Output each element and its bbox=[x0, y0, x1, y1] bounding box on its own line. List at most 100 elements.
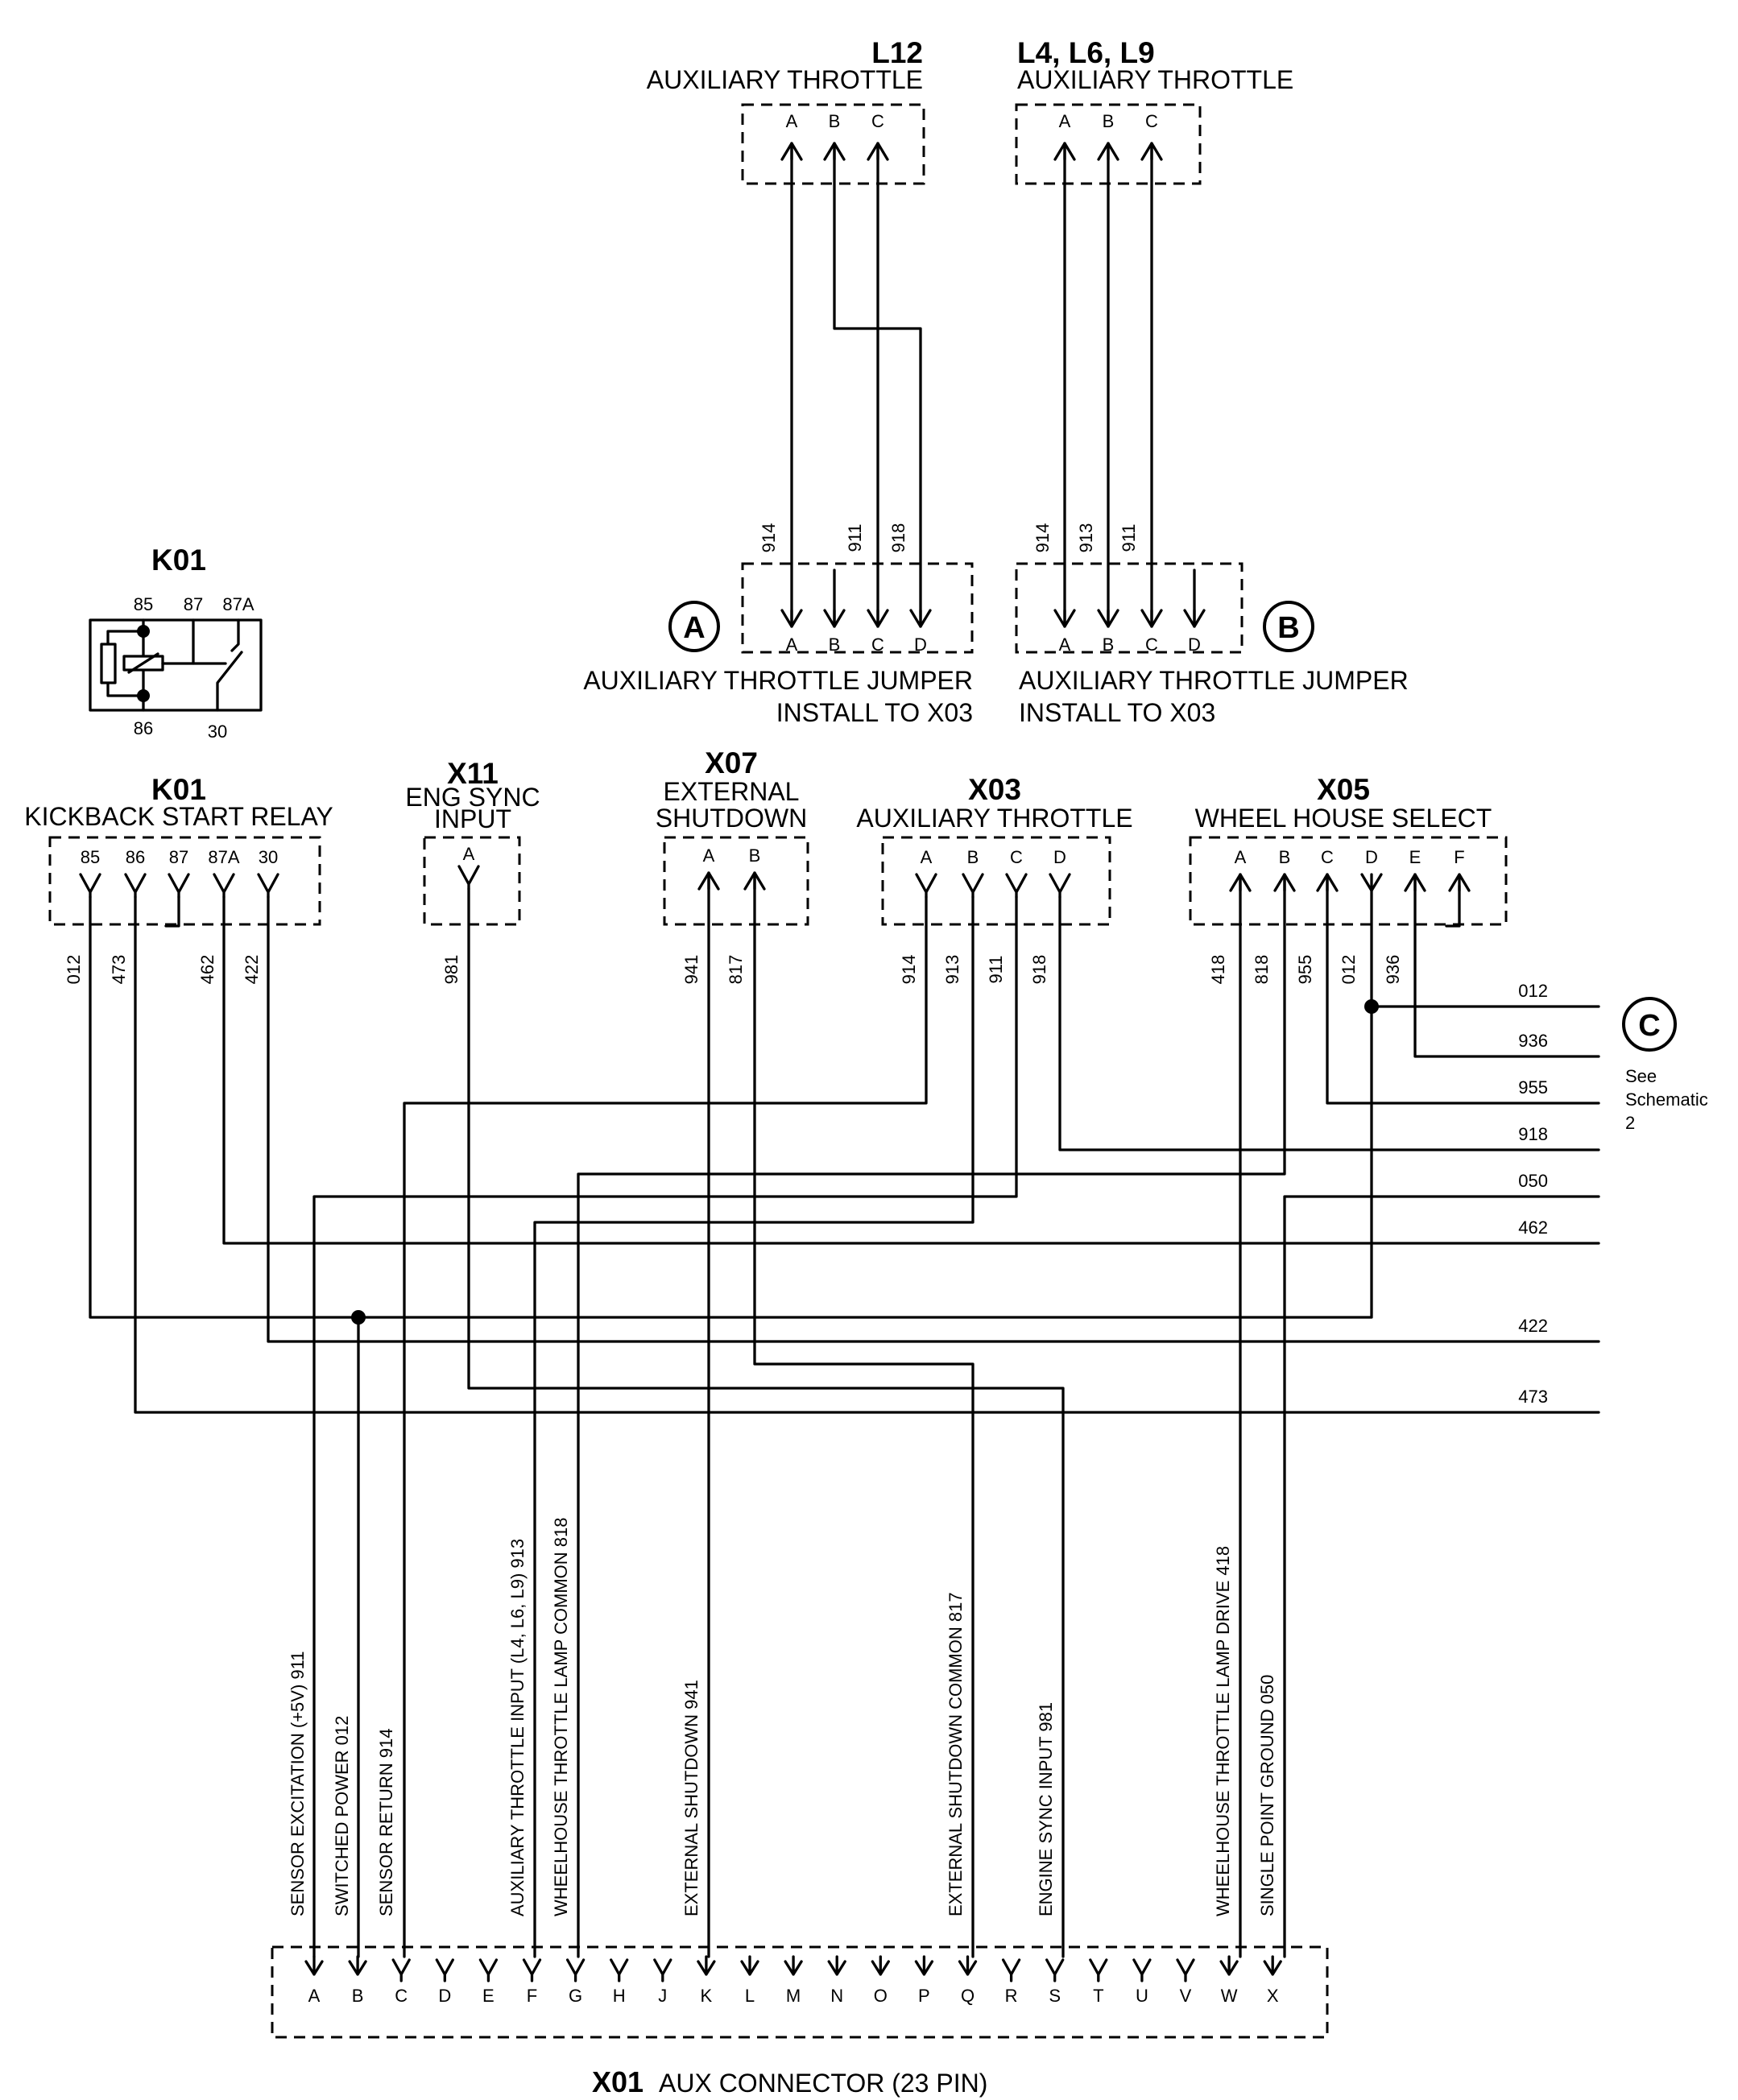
x01-pin-label: E bbox=[482, 1986, 495, 2006]
signal-sensor-excitation: SENSOR EXCITATION (+5V) 911 bbox=[288, 1651, 308, 1916]
k01-title: K01 bbox=[151, 773, 206, 806]
x03-subtitle: AUXILIARY THROTTLE bbox=[856, 804, 1132, 833]
l469-subtitle: AUXILIARY THROTTLE bbox=[1017, 65, 1293, 94]
k01-connector: K01 KICKBACK START RELAY 85 86 87 87A 30… bbox=[24, 773, 333, 984]
x01-pin-l: L bbox=[740, 1955, 759, 2006]
x07-subtitle-1: EXTERNAL bbox=[664, 777, 800, 806]
k01-box bbox=[48, 836, 321, 926]
jumper-a-badge-letter: A bbox=[683, 611, 705, 645]
bus-label-473: 473 bbox=[1518, 1387, 1548, 1407]
x05-wire-818: 818 bbox=[1252, 955, 1272, 985]
x01-pin-r: R bbox=[1001, 1958, 1021, 2006]
x01-pin-d: D bbox=[435, 1958, 454, 2006]
l12-connector: L12 AUXILIARY THROTTLE A B C bbox=[647, 36, 925, 185]
splice-012-x05 bbox=[1364, 999, 1379, 1014]
x05-pin-c: C bbox=[1321, 847, 1334, 867]
x01-pin-label: N bbox=[830, 1986, 843, 2006]
x01-pin-label: T bbox=[1093, 1986, 1103, 2006]
jumper-b-pin-a: A bbox=[1059, 635, 1071, 655]
x01-pin-label: H bbox=[613, 1986, 626, 2006]
jumper-b-label-1: AUXILIARY THROTTLE JUMPER bbox=[1019, 666, 1409, 695]
x03-pin-a: A bbox=[921, 847, 933, 867]
x05-pin-a: A bbox=[1235, 847, 1247, 867]
x01-pin-label: S bbox=[1049, 1986, 1061, 2006]
x01-pin-label: M bbox=[786, 1986, 801, 2006]
x01-pin-j: J bbox=[653, 1958, 672, 2006]
x07-pin-a: A bbox=[703, 845, 715, 866]
k01-pin-87: 87 bbox=[169, 847, 188, 867]
bus-label-012: 012 bbox=[1518, 981, 1548, 1001]
jumper-a-label-2: INSTALL TO X03 bbox=[776, 698, 973, 727]
k01-pin-85: 85 bbox=[81, 847, 100, 867]
x01-pin-w: W bbox=[1219, 1955, 1239, 2006]
k01-symbol-pin-87a: 87A bbox=[222, 594, 254, 614]
x05-pin-f: F bbox=[1454, 847, 1464, 867]
x03-wire-913: 913 bbox=[942, 955, 962, 985]
bus-label-422: 422 bbox=[1518, 1316, 1548, 1336]
x01-pin-g: G bbox=[565, 1958, 586, 2006]
x03-title: X03 bbox=[968, 773, 1021, 806]
x01-pin-label: G bbox=[569, 1986, 582, 2006]
x11-subtitle-2: INPUT bbox=[434, 804, 511, 833]
jumper-a-wire-911: 911 bbox=[845, 523, 865, 552]
k01-wire-473: 473 bbox=[109, 955, 129, 985]
x01-pin-m: M bbox=[784, 1955, 803, 2006]
x01-pin-label: Q bbox=[961, 1986, 975, 2006]
jumper-a-pin-a: A bbox=[786, 635, 798, 655]
jumper-a-wire-914: 914 bbox=[759, 523, 779, 553]
x01-pin-label: A bbox=[308, 1986, 321, 2006]
jumper-b-pin-d: D bbox=[1188, 635, 1201, 655]
jumper-a-wires: 914 911 918 bbox=[759, 142, 932, 628]
jumper-b-wires: 914 913 911 bbox=[1032, 142, 1206, 628]
signal-external-shutdown: EXTERNAL SHUTDOWN 941 bbox=[681, 1680, 701, 1916]
x11-box bbox=[423, 836, 521, 926]
jumper-b-box bbox=[1015, 562, 1243, 654]
k01-symbol-title: K01 bbox=[151, 544, 206, 577]
x03-pin-b: B bbox=[967, 847, 979, 867]
jumper-b-badge-letter: B bbox=[1277, 611, 1299, 645]
x03-box bbox=[881, 836, 1111, 926]
reference-c-note-2: Schematic bbox=[1625, 1089, 1708, 1110]
jumper-b: A B C D B AUXILIARY THROTTLE JUMPER INST… bbox=[1015, 562, 1409, 727]
bus-label-918: 918 bbox=[1518, 1124, 1548, 1144]
signal-wheelhouse-lamp-drive: WHEELHOUSE THROTTLE LAMP DRIVE 418 bbox=[1213, 1546, 1233, 1916]
jumper-a-pin-c: C bbox=[871, 635, 884, 655]
jumper-b-pin-b: B bbox=[1103, 635, 1115, 655]
x01-pin-f: F bbox=[522, 1958, 542, 2006]
k01-wire-462: 462 bbox=[197, 955, 217, 985]
right-bus-labels: 012 936 955 918 050 462 422 473 bbox=[1518, 981, 1548, 1407]
x05-pin-b: B bbox=[1279, 847, 1291, 867]
x01-pin-p: P bbox=[914, 1955, 934, 2006]
x07-pin-b: B bbox=[749, 845, 761, 866]
x01-subtitle: AUX CONNECTOR (23 PIN) bbox=[659, 2069, 987, 2098]
x01-pin-label: P bbox=[918, 1986, 930, 2006]
x05-title: X05 bbox=[1317, 773, 1370, 806]
k01-relay-symbol: K01 85 87 87A 86 30 bbox=[89, 544, 263, 742]
x01-pin-c: C bbox=[391, 1958, 411, 2006]
x03-wire-914: 914 bbox=[899, 955, 919, 985]
x01-pin-o: O bbox=[871, 1955, 890, 2006]
x05-pin-e: E bbox=[1409, 847, 1421, 867]
k01-wire-422: 422 bbox=[242, 955, 262, 985]
x01-pin-label: B bbox=[352, 1986, 364, 2006]
x11-title: X11 bbox=[447, 757, 499, 790]
k01-symbol-frame bbox=[89, 618, 263, 712]
signal-switched-power: SWITCHED POWER 012 bbox=[332, 1716, 352, 1916]
x01-pin-label: X bbox=[1267, 1986, 1279, 2006]
k01-symbol-pin-87: 87 bbox=[184, 594, 203, 614]
k01-symbol-pin-85: 85 bbox=[134, 594, 153, 614]
x05-pin-d: D bbox=[1365, 847, 1378, 867]
l12-subtitle: AUXILIARY THROTTLE bbox=[647, 65, 923, 94]
x03-wire-918: 918 bbox=[1029, 955, 1049, 985]
x01-pin-label: U bbox=[1136, 1986, 1148, 2006]
x11-connector: X11 ENG SYNC INPUT A 981 bbox=[405, 757, 540, 984]
x01-pin-b: B bbox=[348, 1955, 367, 2006]
x05-wire-418: 418 bbox=[1208, 955, 1228, 985]
l12-pin-a: A bbox=[786, 111, 798, 131]
reference-c-note-1: See bbox=[1625, 1066, 1657, 1086]
x01-pin-label: W bbox=[1221, 1986, 1238, 2006]
reference-c-badge bbox=[1622, 997, 1677, 1052]
x01-pin-u: U bbox=[1132, 1958, 1152, 2006]
